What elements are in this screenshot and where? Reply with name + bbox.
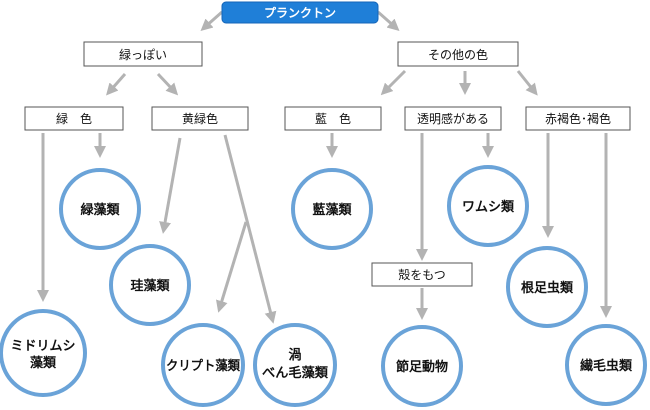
arrow-branch-to-kuriputo [216, 221, 248, 313]
circle-kuriputo-label: クリプト藻類 [166, 358, 241, 374]
circle-konsoku-label: 根足虫類 [521, 280, 574, 296]
circle-uzu-label-1: 渦 [288, 348, 301, 363]
box-ran-label: 藍 色 [315, 112, 351, 126]
circle-uzu-label-2: べん毛藻類 [262, 365, 329, 381]
box-akakasshoku: 赤褐色･褐色 [525, 106, 631, 131]
title-text: プランクトン [264, 5, 336, 20]
arrow-kouryoku-to-uzu [223, 134, 277, 324]
circle-senmou: 繊毛虫類 [565, 324, 647, 406]
box-toumei: 透明感がある [404, 106, 502, 131]
box-akakasshoku-label: 赤褐色･褐色 [545, 111, 611, 126]
circle-ransou: 藍藻類 [291, 168, 373, 250]
box-kouryoku: 黄緑色 [151, 106, 249, 131]
arrow-title-to-other [377, 10, 400, 31]
box-ryoku-label: 緑 色 [56, 111, 92, 126]
box-ryoku: 緑 色 [24, 106, 124, 131]
box-kouryoku-label: 黄緑色 [182, 111, 218, 126]
arrow-other-to-ran [380, 69, 407, 96]
category-other: その他の色 [397, 41, 519, 67]
arrow-title-to-green [200, 10, 223, 31]
circle-midorimushi-label-1: ミドリムシ [10, 339, 75, 354]
category-green: 緑っぽい [83, 41, 203, 67]
box-kara-label: 殻をもつ [398, 268, 446, 282]
circle-ransou-label: 藍藻類 [312, 202, 352, 218]
circle-uzu: 渦 べん毛藻類 [253, 323, 337, 407]
circle-konsoku: 根足虫類 [506, 246, 588, 328]
circle-kaisou-label: 珪藻類 [130, 278, 170, 294]
title-node: プランクトン [221, 1, 379, 24]
box-toumei-label: 透明感がある [417, 111, 489, 126]
category-green-label: 緑っぽい [119, 47, 167, 62]
arrow-green-to-kouryoku [156, 72, 179, 96]
circle-setsusoku-label: 節足動物 [396, 359, 448, 375]
circle-midorimushi: ミドリムシ 藻類 [0, 309, 87, 397]
arrow-green-to-ryoku [106, 73, 127, 96]
circle-midorimushi-label-2: 藻類 [30, 355, 57, 371]
circle-senmou-label: 繊毛虫類 [580, 358, 633, 374]
circle-ryokusou: 緑藻類 [59, 168, 141, 250]
circle-kuriputo: クリプト藻類 [161, 323, 245, 407]
box-ran: 藍 色 [284, 106, 382, 131]
arrows [37, 10, 612, 324]
circle-kaisou: 珪藻類 [109, 244, 191, 326]
circle-ryokusou-label: 緑藻類 [80, 202, 120, 218]
arrow-other-to-akakasshoku [516, 70, 538, 96]
circle-setsusoku: 節足動物 [381, 325, 463, 407]
circle-wamushi-label: ワムシ類 [462, 200, 515, 215]
arrow-kouryoku-to-kaisou [159, 137, 182, 234]
box-kara: 殻をもつ [371, 262, 473, 287]
category-other-label: その他の色 [428, 48, 488, 62]
circle-wamushi: ワムシ類 [447, 165, 529, 247]
